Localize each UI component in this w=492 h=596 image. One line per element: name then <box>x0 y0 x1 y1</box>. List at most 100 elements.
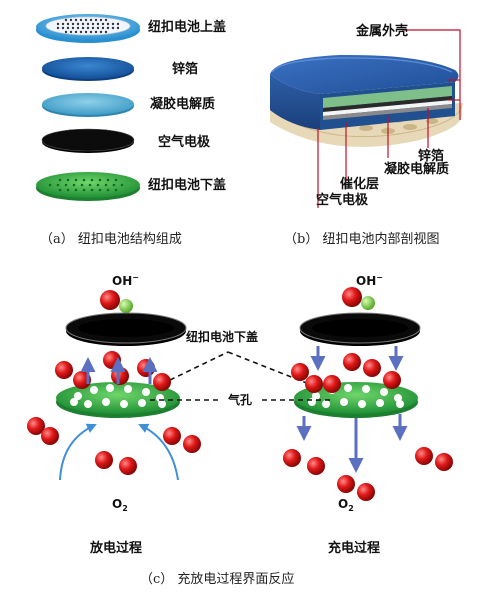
label-oh-left: OH− <box>112 273 139 288</box>
cut-catalyst-layer <box>323 100 452 116</box>
cover-hole <box>56 22 60 26</box>
cover-hole <box>96 183 100 187</box>
label-top-cover: 纽扣电池上盖 <box>148 19 226 35</box>
top-cover-holes <box>56 18 120 34</box>
oxygen-sphere <box>383 371 401 389</box>
cover-hole <box>91 26 95 30</box>
cover-hole <box>82 188 86 192</box>
cover-hole <box>104 183 108 187</box>
cut-zinc-layer <box>323 96 452 112</box>
caption-b: （b） 纽扣电池内部剖视图 <box>284 231 439 247</box>
cover-hole <box>66 22 70 26</box>
cover-hole <box>79 30 83 34</box>
top-cover-disc <box>36 14 140 43</box>
cover-hole <box>64 30 68 34</box>
cut-gel-layer <box>323 86 452 108</box>
oxygen-sphere <box>41 427 59 445</box>
label-bottom-cover-c: 纽扣电池下盖 <box>186 329 258 344</box>
oxygen-sphere <box>337 475 355 493</box>
cover-hole <box>56 26 60 30</box>
air-holes-left <box>70 384 166 408</box>
air-hole <box>90 386 98 394</box>
oxygen-sphere <box>343 353 361 371</box>
air-hole <box>362 385 370 393</box>
air-hole <box>138 399 146 407</box>
oxygen-sphere <box>307 457 325 475</box>
label-charge: 充电过程 <box>328 540 380 556</box>
oxygen-sphere <box>95 451 113 469</box>
cover-hole <box>74 30 78 34</box>
cover-hole <box>81 22 85 26</box>
cover-hole <box>111 22 115 26</box>
cover-hole <box>84 30 88 34</box>
oxygen-sphere <box>305 375 323 393</box>
base-hole <box>403 124 417 130</box>
oxygen-sphere <box>415 447 433 465</box>
label-bottom-cover: 纽扣电池下盖 <box>148 177 226 193</box>
label-air-electrode-b: 空气电极 <box>316 192 369 208</box>
hydroxide-molecule-right <box>342 287 375 310</box>
base-hole <box>426 118 438 124</box>
air-hole <box>74 392 82 400</box>
gel-electrolyte-disc <box>42 93 134 117</box>
bottom-cover-disc <box>36 172 140 201</box>
cover-hole <box>101 22 105 26</box>
cover-hole <box>66 178 70 182</box>
discharge-arrows <box>80 357 158 384</box>
label-air-hole: 气孔 <box>227 392 252 407</box>
oxygen-particles-right <box>283 353 453 501</box>
oxygen-sphere <box>357 483 375 501</box>
callout-lines <box>317 29 461 208</box>
air-electrode-left <box>65 312 187 346</box>
cover-hole <box>74 18 78 22</box>
cover-hole <box>104 30 108 34</box>
caption-a: （a） 纽扣电池结构组成 <box>40 232 182 247</box>
air-hole <box>312 392 320 400</box>
cover-hole <box>56 183 60 187</box>
cover-hole <box>69 18 73 22</box>
cover-hole <box>98 178 102 182</box>
cover-hole <box>114 188 118 192</box>
arrow-curve <box>138 423 179 481</box>
label-zinc-foil: 锌箔 <box>172 61 198 77</box>
cover-hole <box>99 18 103 22</box>
bottom-cover-right <box>294 382 418 418</box>
cover-hole <box>66 26 70 30</box>
air-hole <box>84 400 92 408</box>
oxygen-sphere <box>137 359 155 377</box>
oxygen-sphere <box>435 453 453 471</box>
base-hole <box>359 125 373 131</box>
oxygen-sphere <box>183 435 201 453</box>
cover-hole <box>104 18 108 22</box>
air-hole <box>102 398 110 406</box>
zinc-foil-disc <box>42 57 134 81</box>
cover-hole <box>94 18 98 22</box>
cover-hole <box>90 178 94 182</box>
panel-a: 纽扣电池上盖 锌箔 凝胶电解质 空气电极 纽扣电池下盖 （a） 纽扣电池结构组成 <box>36 14 226 247</box>
cover-hole <box>106 26 110 30</box>
cover-hole <box>91 22 95 26</box>
cover-hole <box>81 26 85 30</box>
cover-hole <box>98 188 102 192</box>
oxygen-sphere <box>283 449 301 467</box>
oxygen-sphere <box>323 375 341 393</box>
cover-hole <box>82 178 86 182</box>
oxygen-sphere <box>163 427 181 445</box>
metal-shell-top <box>270 54 459 94</box>
air-hole <box>358 400 366 408</box>
cover-hole <box>99 30 103 34</box>
cover-hole <box>48 183 52 187</box>
air-hole <box>344 384 352 392</box>
oxygen-sphere <box>111 367 129 385</box>
cover-hole <box>58 188 62 192</box>
bottom-cover-left <box>56 382 180 418</box>
cover-hole <box>106 22 110 26</box>
cover-hole <box>96 22 100 26</box>
cover-hole <box>61 26 65 30</box>
cover-hole <box>66 188 70 192</box>
cut-air-electrode-layer <box>323 104 452 120</box>
cover-hole <box>86 22 90 26</box>
hydroxide-molecule-left <box>100 290 133 313</box>
oxygen-sphere <box>363 359 381 377</box>
